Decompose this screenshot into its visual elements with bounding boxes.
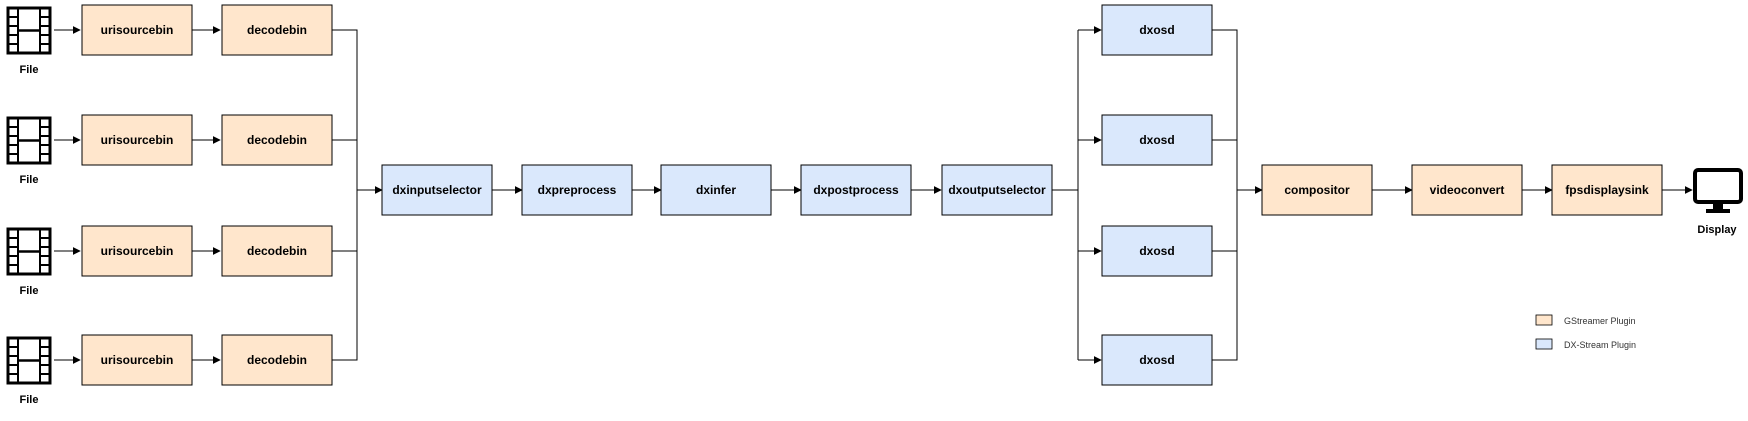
dxosd-node[interactable] [1101, 225, 1213, 277]
node-label: dxpreprocess [538, 183, 617, 197]
dxoutputselector-node[interactable] [941, 164, 1053, 216]
film-icon [6, 6, 52, 55]
dxstream-chain: dxinputselector dxpreprocess dxinfer dxp… [381, 164, 1053, 216]
urisourcebin-node[interactable] [81, 334, 193, 386]
urisourcebin-node[interactable] [81, 4, 193, 56]
node-label: videoconvert [1430, 183, 1505, 197]
legend-label-gstreamer: GStreamer Plugin [1564, 316, 1636, 326]
dxinputselector-node[interactable] [381, 164, 493, 216]
node-label: dxosd [1139, 244, 1174, 258]
legend-label-dxstream: DX-Stream Plugin [1564, 340, 1636, 350]
file-caption: File [20, 174, 39, 186]
fpsdisplaysink-node[interactable] [1551, 164, 1663, 216]
dxosd-node[interactable] [1101, 114, 1213, 166]
gstreamer-nodes: urisourcebin decodebin urisourcebin deco… [81, 4, 333, 386]
legend: GStreamer Plugin DX-Stream Plugin [1535, 314, 1636, 350]
node-label: decodebin [247, 23, 307, 37]
node-label: decodebin [247, 244, 307, 258]
node-label: dxosd [1139, 23, 1174, 37]
connectors [54, 26, 1693, 364]
file-caption: File [20, 394, 39, 406]
file-caption: File [20, 64, 39, 76]
node-label: urisourcebin [101, 353, 174, 367]
node-label: dxoutputselector [948, 183, 1046, 197]
film-icon [6, 116, 52, 165]
dxosd-node[interactable] [1101, 334, 1213, 386]
film-icon [6, 336, 52, 385]
decodebin-node[interactable] [221, 114, 333, 166]
dxpostprocess-node[interactable] [800, 164, 912, 216]
dxpreprocess-node[interactable] [521, 164, 633, 216]
legend-swatch-gstreamer [1535, 314, 1553, 326]
node-label: decodebin [247, 353, 307, 367]
osd-nodes: dxosd dxosd dxosd dxosd [1101, 4, 1213, 386]
node-label: dxosd [1139, 133, 1174, 147]
urisourcebin-node[interactable] [81, 114, 193, 166]
node-label: dxosd [1139, 353, 1174, 367]
videoconvert-node[interactable] [1411, 164, 1523, 216]
output-chain: compositor videoconvert fpsdisplaysink [1261, 164, 1663, 216]
node-label: compositor [1284, 183, 1350, 197]
film-icon [6, 227, 52, 276]
file-caption: File [20, 285, 39, 297]
node-label: urisourcebin [101, 23, 174, 37]
merge-bus [332, 29, 358, 361]
node-label: dxinputselector [392, 183, 482, 197]
node-label: dxpostprocess [813, 183, 899, 197]
node-label: decodebin [247, 133, 307, 147]
dxinfer-node[interactable] [660, 164, 772, 216]
film-icons [6, 6, 52, 385]
merge-bus [1212, 29, 1238, 361]
urisourcebin-node[interactable] [81, 225, 193, 277]
node-label: urisourcebin [101, 244, 174, 258]
node-label: urisourcebin [101, 133, 174, 147]
node-label: fpsdisplaysink [1565, 183, 1649, 197]
dxosd-node[interactable] [1101, 4, 1213, 56]
display-caption: Display [1697, 224, 1737, 236]
decodebin-node[interactable] [221, 4, 333, 56]
decodebin-node[interactable] [221, 225, 333, 277]
legend-swatch-dxstream [1535, 338, 1553, 350]
decodebin-node[interactable] [221, 334, 333, 386]
node-label: dxinfer [696, 183, 736, 197]
compositor-node[interactable] [1261, 164, 1373, 216]
monitor-icon [1693, 168, 1743, 213]
